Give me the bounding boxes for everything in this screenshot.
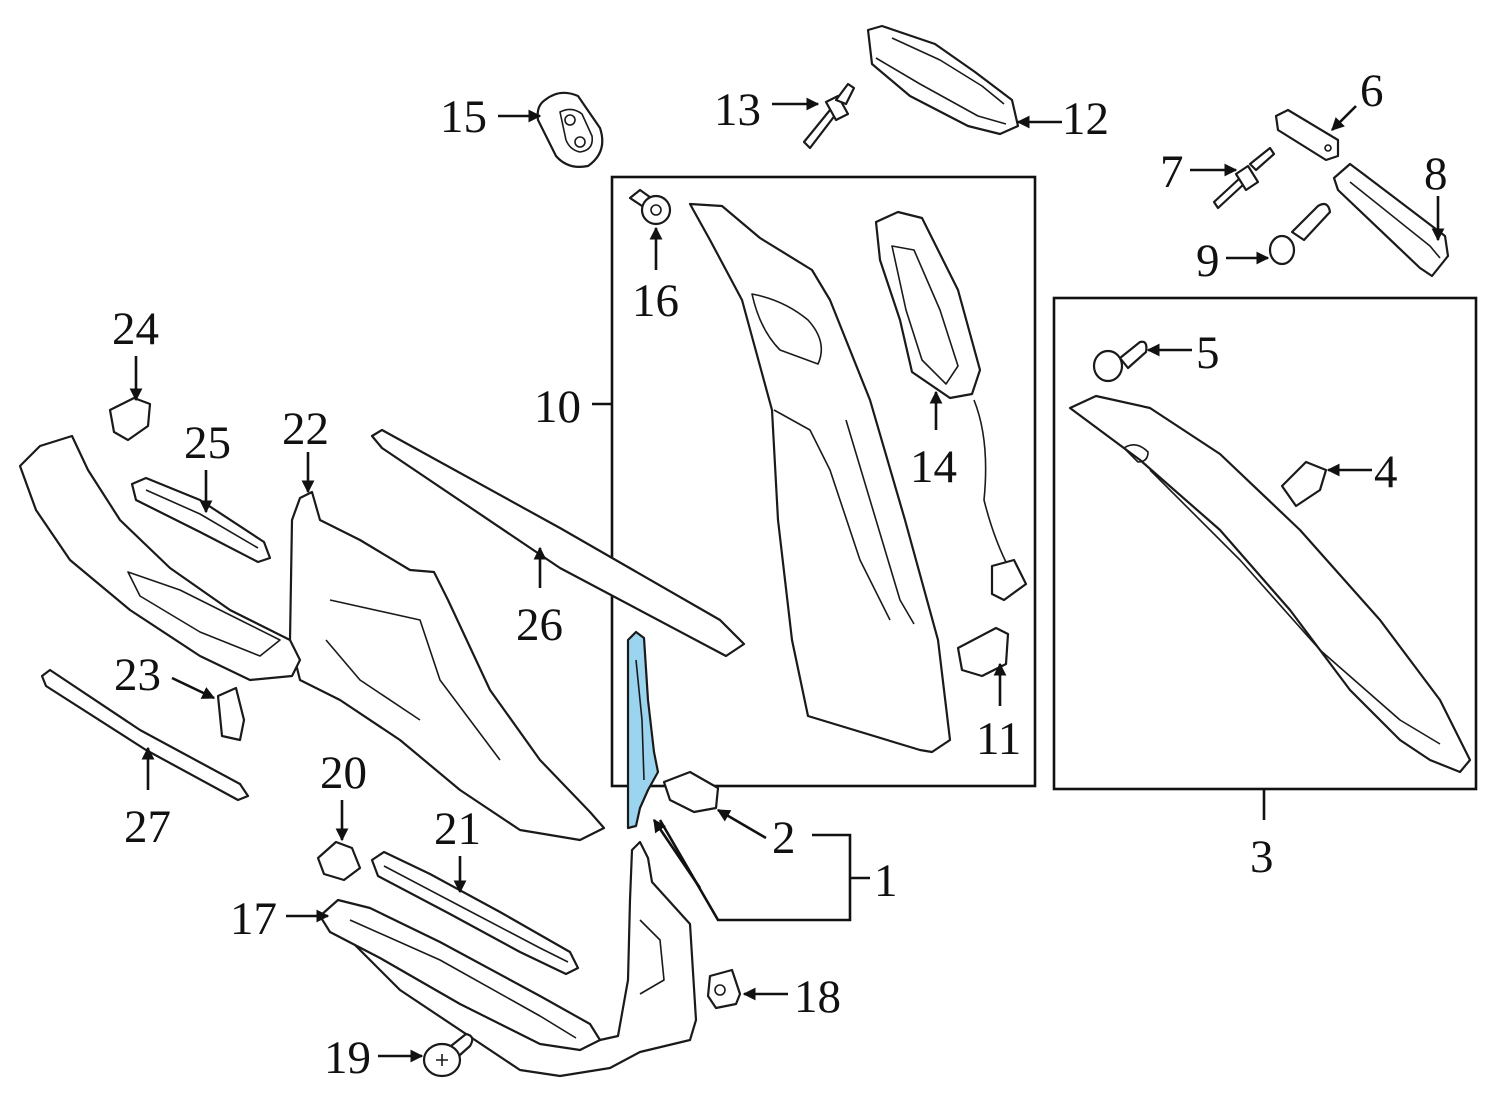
- callout-2: 2: [772, 812, 796, 864]
- callout-23: 23: [114, 649, 161, 701]
- part-26-seal-strip: [370, 428, 746, 658]
- part-25-strip: [130, 476, 272, 564]
- leader-6: [1331, 105, 1357, 131]
- callout-1: 1: [874, 855, 898, 907]
- callout-25: 25: [184, 417, 231, 469]
- callout-16: 16: [632, 275, 679, 327]
- callout-15: 15: [440, 91, 487, 143]
- part-8-strip: [1332, 162, 1450, 278]
- leader-2: [716, 808, 767, 840]
- callout-27: 27: [124, 801, 171, 853]
- leader-23: [171, 676, 216, 700]
- callout-12: 12: [1062, 93, 1109, 145]
- leader-1-arrow: [652, 818, 702, 889]
- part-15-grommet: [536, 91, 604, 168]
- part-sill-trim-left: [18, 434, 302, 682]
- part-14-assist-handle: [874, 210, 1028, 602]
- callout-24: 24: [112, 303, 159, 355]
- part-2-clip: [662, 770, 720, 814]
- part-10-pillar-trim: [688, 202, 952, 754]
- part-12-trim: [866, 24, 1020, 136]
- callout-17: 17: [230, 893, 277, 945]
- part-18-nut: [706, 968, 742, 1010]
- callout-21: 21: [434, 803, 481, 855]
- group-box-10: [610, 175, 1037, 788]
- part-3-upper-trim: [1068, 394, 1472, 774]
- callout-10: 10: [534, 381, 581, 433]
- part-19-fastener: [422, 1032, 474, 1078]
- callout-3: 3: [1250, 831, 1274, 883]
- part-22-kick-panel: [288, 490, 606, 842]
- part-9-bolt: [1268, 202, 1332, 266]
- part-17-scuff-plate: [318, 898, 602, 1052]
- part-4-clip: [1280, 460, 1328, 508]
- part-27-strip: [40, 668, 250, 802]
- callout-13: 13: [714, 84, 761, 136]
- part-20-clip: [316, 840, 362, 882]
- part-16-clip: [628, 188, 672, 226]
- part-6-bracket: [1274, 108, 1340, 162]
- part-21-strip: [370, 850, 580, 976]
- part-23-clip: [216, 686, 246, 742]
- callout-22: 22: [282, 403, 329, 455]
- callout-14: 14: [910, 441, 957, 493]
- callout-11: 11: [976, 713, 1021, 765]
- callout-4: 4: [1374, 446, 1398, 498]
- part-5-screw: [1092, 340, 1148, 383]
- part-13-push-pin: [802, 82, 856, 150]
- callout-19: 19: [324, 1032, 371, 1084]
- callout-5: 5: [1196, 327, 1220, 379]
- callout-20: 20: [320, 747, 367, 799]
- callout-6: 6: [1360, 65, 1384, 117]
- callout-26: 26: [516, 599, 563, 651]
- part-2-highlighted-strip: [626, 630, 660, 830]
- callout-18: 18: [794, 971, 841, 1023]
- callout-9: 9: [1196, 235, 1220, 287]
- part-24-clip: [108, 396, 152, 442]
- callout-7: 7: [1160, 146, 1184, 198]
- part-7-clip: [1212, 146, 1276, 210]
- callout-8: 8: [1424, 148, 1448, 200]
